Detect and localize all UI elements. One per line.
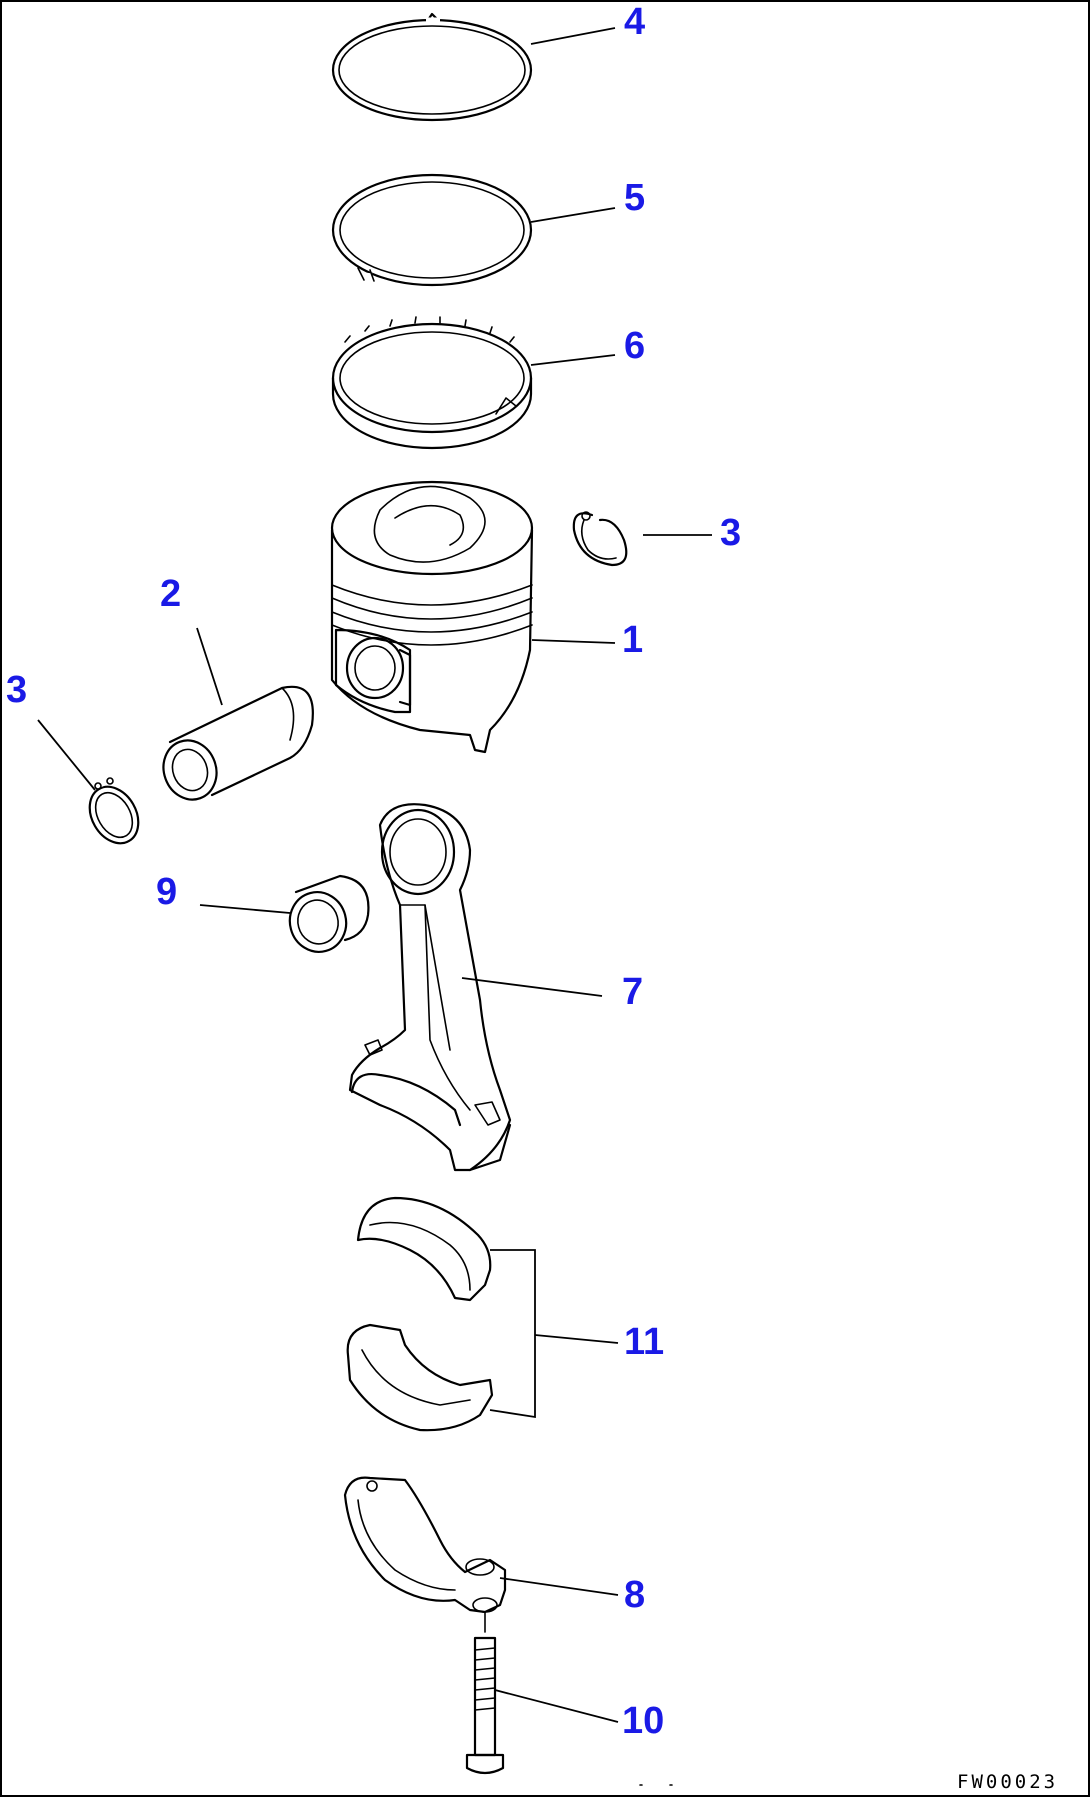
connecting-rod[interactable]	[348, 803, 512, 1172]
leader-8	[499, 1577, 619, 1596]
leader-5	[530, 207, 616, 223]
leader-2	[196, 627, 223, 706]
small-end-bushing[interactable]	[283, 874, 370, 958]
rod-cap[interactable]	[343, 1476, 507, 1614]
callout-5: 5	[624, 177, 645, 219]
callout-3-right: 3	[720, 512, 741, 554]
leader-1	[531, 639, 616, 644]
callout-1: 1	[622, 619, 643, 661]
piston-ring-second[interactable]	[331, 173, 533, 287]
drawing-code: FW00023	[957, 1771, 1058, 1793]
rod-bolt[interactable]	[465, 1611, 505, 1775]
callout-10: 10	[622, 1700, 664, 1742]
leader-3-left	[37, 719, 96, 791]
callout-9: 9	[156, 871, 177, 913]
snap-ring-right[interactable]	[572, 511, 628, 567]
callout-2: 2	[160, 573, 181, 615]
piston-ring-top[interactable]	[331, 12, 533, 122]
callout-11: 11	[624, 1321, 664, 1363]
leader-10	[494, 1689, 619, 1723]
callout-4: 4	[624, 1, 645, 43]
con-rod-bearing-upper[interactable]	[356, 1196, 492, 1302]
oil-ring[interactable]	[331, 316, 533, 450]
leader-9	[199, 904, 291, 914]
callout-7: 7	[622, 971, 643, 1013]
leader-11	[534, 1334, 619, 1344]
piston-pin[interactable]	[155, 685, 314, 807]
leader-7	[461, 977, 603, 997]
bracket-11	[489, 1249, 536, 1419]
piston[interactable]	[330, 480, 534, 754]
callout-6: 6	[624, 325, 645, 367]
con-rod-bearing-lower[interactable]	[346, 1323, 494, 1432]
callout-8: 8	[624, 1574, 645, 1616]
leader-4	[530, 27, 616, 45]
callout-3-left: 3	[6, 669, 27, 711]
leader-6	[530, 354, 616, 366]
snap-ring-left[interactable]	[80, 777, 148, 852]
